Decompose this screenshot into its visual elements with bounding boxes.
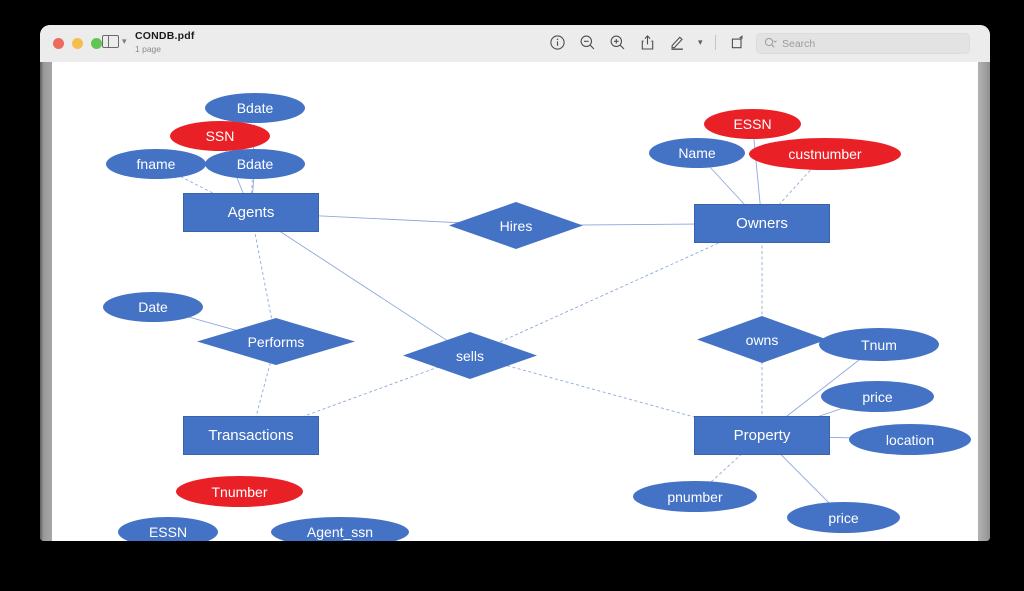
attribute-prop-tnum: Tnum <box>819 328 939 361</box>
rotate-icon[interactable] <box>728 33 747 52</box>
attribute-owners-essn: ESSN <box>704 109 801 139</box>
minimize-button[interactable] <box>72 38 83 49</box>
chevron-down-icon: ▾ <box>122 36 127 46</box>
zoom-out-icon[interactable] <box>578 33 597 52</box>
window-titlebar: ▾ CONDB.pdf 1 page <box>40 25 990 63</box>
connector-sells-owners <box>469 223 763 356</box>
toolbar-divider <box>714 35 716 50</box>
attribute-owners-name: Name <box>649 138 745 168</box>
markup-pen-icon[interactable] <box>668 33 687 52</box>
search-placeholder: Search <box>782 37 816 50</box>
attribute-prop-pnumber: pnumber <box>633 481 757 512</box>
attribute-performs-date: Date <box>103 292 203 322</box>
document-title: CONDB.pdf <box>135 30 195 42</box>
attribute-agents-bdate-top: Bdate <box>205 93 305 123</box>
connector-agents-sells <box>250 212 471 356</box>
attribute-agents-fname: fname <box>106 149 206 179</box>
markup-chevron-down-icon[interactable]: ▾ <box>698 37 703 47</box>
share-icon[interactable] <box>638 33 657 52</box>
preview-window: ▾ CONDB.pdf 1 page <box>40 25 990 541</box>
attribute-prop-price-lower: price <box>787 502 900 533</box>
zoom-button[interactable] <box>91 38 102 49</box>
info-icon[interactable] <box>548 33 567 52</box>
entity-owners: Owners <box>694 204 830 243</box>
attribute-agents-ssn: SSN <box>170 121 270 151</box>
zoom-in-icon[interactable] <box>608 33 627 52</box>
attribute-agents-bdate: Bdate <box>205 149 305 179</box>
search-chevron-icon <box>764 37 777 48</box>
entity-property: Property <box>694 416 830 455</box>
connector-prop-pnumber-property <box>694 435 763 497</box>
page-count-label: 1 page <box>135 44 161 55</box>
close-button[interactable] <box>53 38 64 49</box>
sidebar-panel-icon <box>102 35 119 48</box>
attribute-prop-location: location <box>849 424 971 455</box>
attribute-trans-agentssn: Agent_ssn <box>271 517 409 541</box>
search-field[interactable]: Search <box>756 33 970 54</box>
page-shadow-left <box>40 62 52 541</box>
attribute-trans-tnumber: Tnumber <box>176 476 303 507</box>
sidebar-toggle-button[interactable]: ▾ <box>102 35 127 48</box>
attribute-owners-custnumber: custnumber <box>749 138 901 170</box>
attribute-prop-price-upper: price <box>821 381 934 412</box>
entity-agents: Agents <box>183 193 319 232</box>
page-shadow-right <box>978 62 990 541</box>
document-info: CONDB.pdf 1 page <box>135 30 195 55</box>
toolbar: ▾ <box>548 33 777 52</box>
traffic-light-buttons <box>53 38 102 49</box>
attribute-trans-essn: ESSN <box>118 517 218 541</box>
connector-sells-property <box>469 355 763 436</box>
entity-transactions: Transactions <box>183 416 319 455</box>
